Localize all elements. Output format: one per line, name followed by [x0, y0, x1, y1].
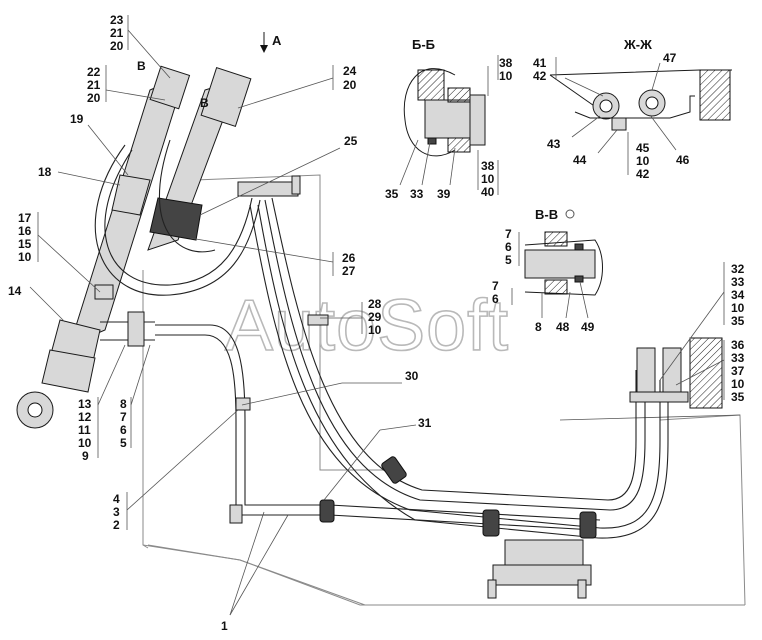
base-bracket	[487, 539, 592, 599]
callout-29: 29	[368, 310, 382, 324]
view-arrow-a: А	[260, 32, 282, 53]
callout-20: 20	[110, 39, 124, 53]
callout-10: 10	[499, 69, 513, 83]
callout-3: 3	[113, 505, 120, 519]
callout-5: 5	[120, 436, 127, 450]
callout-33: 33	[731, 351, 745, 365]
callout-35: 35	[385, 187, 399, 201]
callout-6: 6	[505, 240, 512, 254]
callout-14: 14	[8, 284, 22, 298]
callout-labels: 23 21 20 В 22 21 20 В 24 20 19 18 25 17 …	[8, 13, 745, 633]
pipe-runs	[100, 197, 669, 539]
section-zhzh: Ж-Ж	[549, 37, 732, 175]
callout-36: 36	[731, 338, 745, 352]
callout-24: 24	[343, 64, 357, 78]
callout-35: 35	[731, 390, 745, 404]
callout-15: 15	[18, 237, 32, 251]
callout-6: 6	[120, 423, 127, 437]
callout-39: 39	[437, 187, 451, 201]
hydraulic-cylinders	[16, 65, 252, 429]
callout-10: 10	[481, 172, 495, 186]
callout-10: 10	[731, 301, 745, 315]
callout-10: 10	[78, 436, 92, 450]
callout-46: 46	[676, 153, 690, 167]
callout-37: 37	[731, 364, 745, 378]
callout-7: 7	[120, 410, 127, 424]
callout-6: 6	[492, 292, 499, 306]
callout-21: 21	[87, 78, 101, 92]
callout-13: 13	[78, 397, 92, 411]
callout-35: 35	[731, 314, 745, 328]
callout-43: 43	[547, 137, 561, 151]
callout-11: 11	[78, 423, 91, 437]
callout-49: 49	[581, 320, 595, 334]
callout-10: 10	[18, 250, 32, 264]
callout-23: 23	[110, 13, 124, 27]
callout-5: 5	[505, 253, 512, 267]
callout-41: 41	[533, 56, 547, 70]
callout-28: 28	[368, 297, 382, 311]
callout-17: 17	[18, 211, 32, 225]
callout-8: 8	[120, 397, 127, 411]
callout-42: 42	[636, 167, 650, 181]
callout-20: 20	[87, 91, 101, 105]
section-zhzh-title: Ж-Ж	[623, 37, 652, 52]
callout-34: 34	[731, 288, 745, 302]
callout-10: 10	[636, 154, 650, 168]
callout-42: 42	[533, 69, 547, 83]
callout-10: 10	[731, 377, 745, 391]
callout-47: 47	[663, 51, 677, 65]
callout-7: 7	[505, 227, 512, 241]
callout-33: 33	[731, 275, 745, 289]
callout-38: 38	[481, 159, 495, 173]
callout-33: 33	[410, 187, 424, 201]
callout-8: 8	[535, 320, 542, 334]
callout-40: 40	[481, 185, 495, 199]
callout-45: 45	[636, 141, 650, 155]
leader-lines	[29, 15, 725, 616]
callout-2: 2	[113, 518, 120, 532]
callout-31: 31	[418, 416, 432, 430]
callout-22: 22	[87, 65, 101, 79]
section-bb: Б-Б	[399, 37, 489, 190]
callout-20: 20	[343, 78, 357, 92]
callout-38: 38	[499, 56, 513, 70]
right-valve-block	[629, 337, 723, 409]
callout-9: 9	[82, 449, 89, 463]
callout-v: В	[200, 96, 209, 110]
section-vv: В-В	[511, 207, 603, 319]
section-vv-title: В-В	[535, 207, 558, 222]
callout-7: 7	[492, 279, 499, 293]
callout-v: В	[137, 59, 146, 73]
callout-19: 19	[70, 112, 84, 126]
callout-1: 1	[221, 619, 228, 633]
callout-44: 44	[573, 153, 587, 167]
callout-32: 32	[731, 262, 745, 276]
callout-27: 27	[342, 264, 356, 278]
callout-12: 12	[78, 410, 92, 424]
section-bb-title: Б-Б	[412, 37, 435, 52]
view-label: А	[272, 33, 282, 48]
callout-10: 10	[368, 323, 382, 337]
top-manifold	[237, 175, 301, 197]
callout-4: 4	[113, 492, 120, 506]
callout-30: 30	[405, 369, 419, 383]
callout-26: 26	[342, 251, 356, 265]
callout-25: 25	[344, 134, 358, 148]
callout-16: 16	[18, 224, 32, 238]
callout-18: 18	[38, 165, 52, 179]
watermark: AutoSoft	[225, 286, 509, 366]
callout-21: 21	[110, 26, 124, 40]
callout-48: 48	[556, 320, 570, 334]
